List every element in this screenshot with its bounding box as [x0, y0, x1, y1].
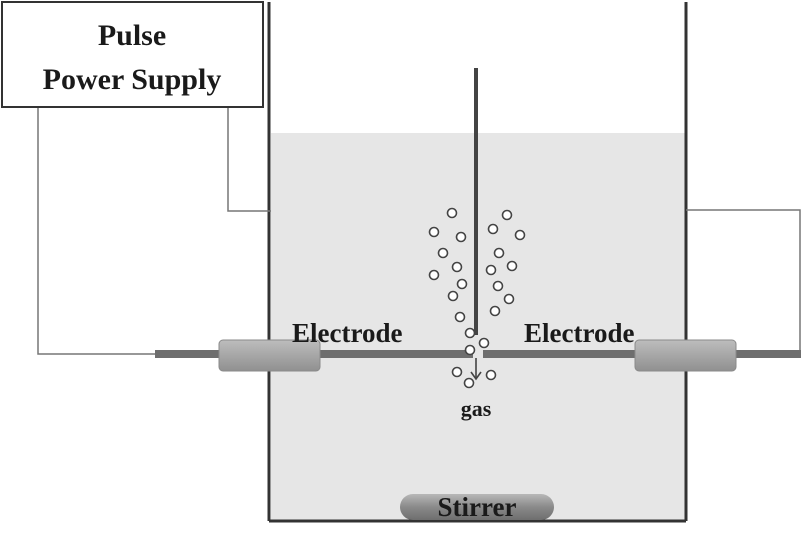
wire-to-vessel [227, 108, 271, 212]
bubble [501, 209, 513, 221]
bubble [454, 311, 466, 323]
bubble [463, 377, 475, 389]
electrode-label-left: Electrode [292, 318, 402, 348]
gas-arrow-icon [470, 358, 482, 381]
bubble [487, 223, 499, 235]
gas-bubbles [428, 207, 526, 389]
stirrer-bar [400, 494, 554, 520]
electrode-label-right: Electrode [524, 318, 634, 348]
bubble [451, 366, 463, 378]
bubble [437, 247, 449, 259]
bubble [492, 280, 504, 292]
power-supply-label-line1: Pulse [98, 19, 166, 52]
bubble [514, 229, 526, 241]
bubble [447, 290, 459, 302]
pulse-power-supply: Pulse Power Supply [1, 1, 264, 108]
bubble [428, 269, 440, 281]
bubble [503, 293, 515, 305]
bubble [464, 344, 476, 356]
wire-left [37, 108, 156, 355]
bubble [478, 337, 490, 349]
wire-right [686, 209, 801, 355]
bubble [456, 278, 468, 290]
bubble [451, 261, 463, 273]
electrode-holder-right [634, 339, 737, 372]
bubble [506, 260, 518, 272]
reactor-vessel [267, 2, 688, 523]
bubble [489, 305, 501, 317]
power-supply-label-line2: Power Supply [43, 63, 222, 96]
stirrer-label: Stirrer [438, 492, 517, 522]
bubble [428, 226, 440, 238]
electrode-holder-left [218, 339, 321, 372]
bubble [464, 327, 476, 339]
bubble [446, 207, 458, 219]
bubble [493, 247, 505, 259]
gas-label: gas [461, 396, 492, 421]
bubble [485, 264, 497, 276]
power-supply-box [1, 1, 264, 108]
bubble [485, 369, 497, 381]
bubble [455, 231, 467, 243]
